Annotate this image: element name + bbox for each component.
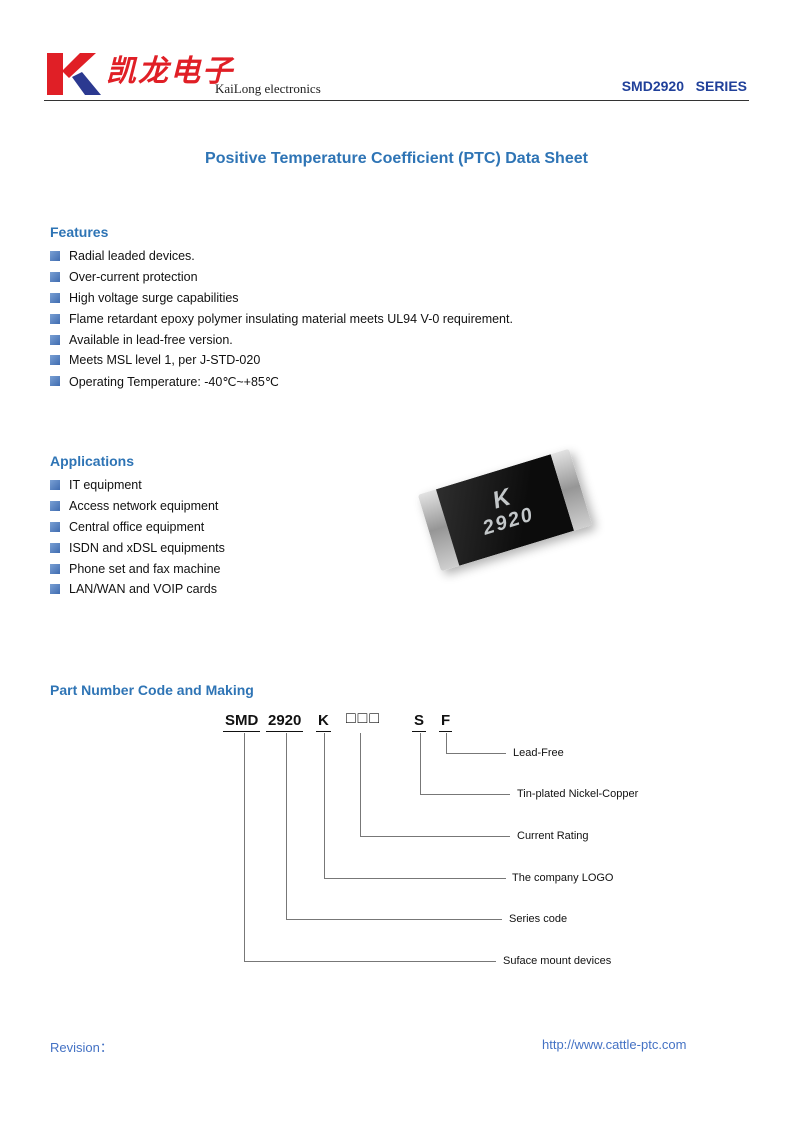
series-label: SMD2920 SERIES (621, 78, 747, 94)
connector-line-horizontal (286, 919, 502, 920)
bullet-square-icon (50, 480, 60, 491)
connector-line-horizontal (360, 836, 510, 837)
code-label-company-logo: The company LOGO (512, 872, 614, 884)
feature-item: Radial leaded devices. (50, 246, 513, 267)
feature-text: Over-current protection (69, 270, 198, 285)
code-part-s: S (412, 712, 427, 732)
application-item: LAN/WAN and VOIP cards (50, 579, 225, 600)
brand-chinese-calligraphy: 凯龙电子 (106, 55, 234, 88)
website-link[interactable]: http://www.cattle-ptc.com (542, 1037, 687, 1052)
bullet-square-icon (50, 313, 60, 324)
connector-line-vertical (324, 733, 325, 878)
bullet-square-icon (50, 521, 60, 532)
feature-text: Operating Temperature: -40℃~+85℃ (69, 374, 279, 389)
code-label-series-code: Series code (509, 913, 568, 925)
applications-list: IT equipment Access network equipment Ce… (50, 475, 225, 600)
feature-text: Meets MSL level 1, per J-STD-020 (69, 353, 261, 368)
ptc-component-photo: K 2920 (415, 448, 595, 573)
bullet-square-icon (50, 334, 60, 345)
connector-line-vertical (360, 733, 361, 836)
application-text: IT equipment (69, 478, 142, 493)
application-item: Phone set and fax machine (50, 558, 225, 579)
application-text: ISDN and xDSL equipments (69, 540, 225, 555)
feature-item: Meets MSL level 1, per J-STD-020 (50, 350, 513, 371)
code-part-2920: 2920 (266, 712, 304, 732)
feature-item: Operating Temperature: -40℃~+85℃ (50, 371, 513, 392)
code-part-boxes: □□□ (346, 710, 381, 727)
brand-english-text: KaiLong electronics (215, 81, 321, 96)
header-divider (44, 100, 749, 101)
chip-body: K 2920 (435, 454, 575, 566)
feature-item: Available in lead-free version. (50, 329, 513, 350)
bullet-square-icon (50, 376, 60, 387)
feature-text: Flame retardant epoxy polymer insulating… (69, 311, 513, 326)
page-title: Positive Temperature Coefficient (PTC) D… (205, 150, 588, 167)
bullet-square-icon (50, 542, 60, 553)
code-label-surface-mount: Suface mount devices (503, 955, 612, 967)
bullet-square-icon (50, 563, 60, 574)
application-item: Access network equipment (50, 496, 225, 517)
bullet-square-icon (50, 584, 60, 595)
application-text: Access network equipment (69, 499, 219, 514)
connector-line-vertical (244, 733, 245, 961)
application-text: Phone set and fax machine (69, 561, 221, 576)
chip-marking-size: 2920 (480, 503, 537, 540)
code-part-f: F (439, 712, 453, 732)
code-part-k: K (316, 712, 331, 732)
bullet-square-icon (50, 292, 60, 303)
code-label-plating: Tin-plated Nickel-Copper (517, 788, 639, 800)
applications-heading: Applications (50, 453, 135, 469)
application-text: LAN/WAN and VOIP cards (69, 582, 217, 597)
kailong-logo-icon (47, 53, 101, 95)
bullet-square-icon (50, 251, 60, 262)
application-item: ISDN and xDSL equipments (50, 537, 225, 558)
connector-line-vertical (420, 733, 421, 794)
connector-line-vertical (446, 733, 447, 753)
application-item: Central office equipment (50, 517, 225, 538)
application-item: IT equipment (50, 475, 225, 496)
feature-item: High voltage surge capabilities (50, 288, 513, 309)
feature-item: Over-current protection (50, 267, 513, 288)
feature-text: Radial leaded devices. (69, 249, 195, 264)
bullet-square-icon (50, 501, 60, 512)
connector-line-horizontal (420, 794, 510, 795)
code-label-current-rating: Current Rating (517, 830, 589, 842)
connector-line-horizontal (244, 961, 496, 962)
features-list: Radial leaded devices. Over-current prot… (50, 246, 513, 392)
bullet-square-icon (50, 355, 60, 366)
feature-text: Available in lead-free version. (69, 332, 233, 347)
revision-label: Revision： (50, 1040, 113, 1055)
feature-text: High voltage surge capabilities (69, 290, 239, 305)
feature-item: Flame retardant epoxy polymer insulating… (50, 308, 513, 329)
features-heading: Features (50, 224, 109, 240)
code-label-lead-free: Lead-Free (513, 747, 564, 759)
connector-line-horizontal (324, 878, 506, 879)
connector-line-vertical (286, 733, 287, 919)
bullet-square-icon (50, 272, 60, 283)
code-part-smd: SMD (223, 712, 261, 732)
smd-chip: K 2920 (417, 448, 593, 572)
application-text: Central office equipment (69, 519, 205, 534)
connector-line-horizontal (446, 753, 506, 754)
part-number-heading: Part Number Code and Making (50, 682, 254, 698)
